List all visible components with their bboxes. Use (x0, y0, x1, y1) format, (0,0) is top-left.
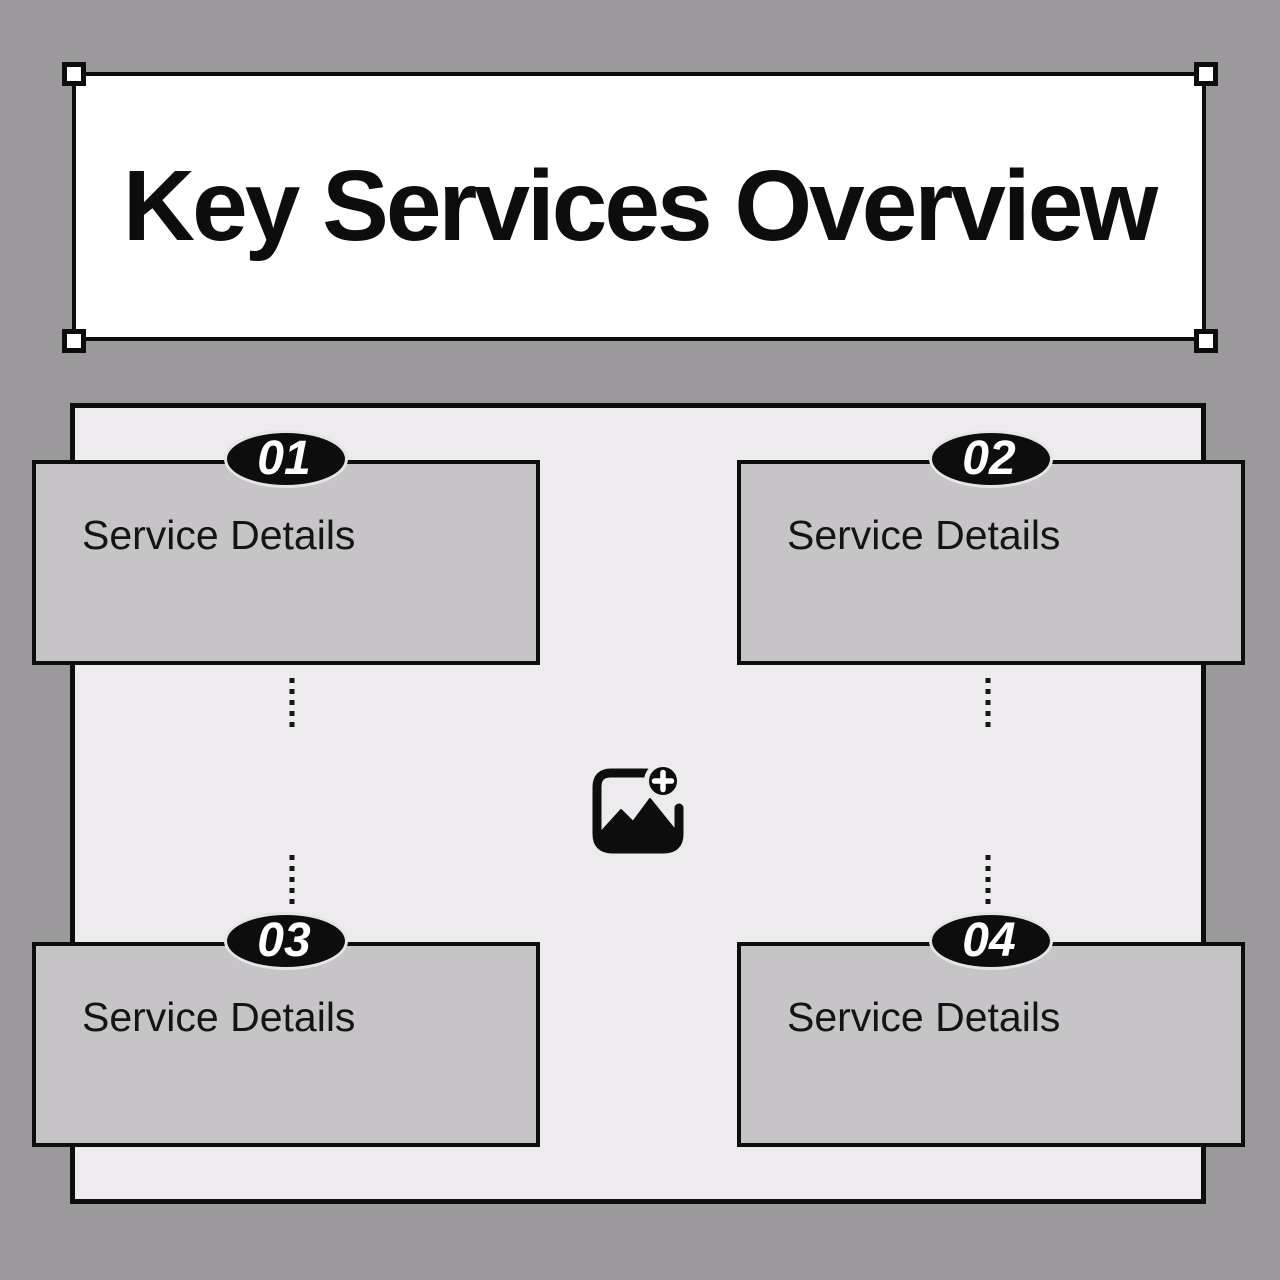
service-card-label[interactable]: Service Details (82, 512, 356, 558)
title-banner[interactable]: Key Services Overview (72, 72, 1206, 341)
page-title: Key Services Overview (122, 150, 1158, 262)
badge-number: 01 (257, 432, 311, 485)
badge-number: 04 (962, 914, 1016, 967)
service-card-4[interactable]: 04 Service Details (737, 912, 1245, 1147)
selection-handle-top-left[interactable] (62, 62, 86, 86)
selection-handle-top-right[interactable] (1194, 62, 1218, 86)
service-card-label[interactable]: Service Details (787, 994, 1061, 1040)
selection-handle-bottom-right[interactable] (1194, 329, 1218, 353)
number-badge-2: 02 (929, 430, 1053, 488)
service-card-1[interactable]: 01 Service Details (32, 430, 540, 665)
dotted-connector (985, 678, 991, 727)
add-image-icon[interactable] (590, 760, 690, 860)
badge-number: 03 (257, 914, 311, 967)
selection-handle-bottom-left[interactable] (62, 329, 86, 353)
number-badge-4: 04 (929, 912, 1053, 970)
service-card-2[interactable]: 02 Service Details (737, 430, 1245, 665)
number-badge-3: 03 (224, 912, 348, 970)
dotted-connector (985, 855, 991, 904)
number-badge-1: 01 (224, 430, 348, 488)
dotted-connector (289, 678, 295, 727)
dotted-connector (289, 855, 295, 904)
service-card-label[interactable]: Service Details (787, 512, 1061, 558)
badge-number: 02 (962, 432, 1016, 485)
service-card-3[interactable]: 03 Service Details (32, 912, 540, 1147)
service-card-label[interactable]: Service Details (82, 994, 356, 1040)
